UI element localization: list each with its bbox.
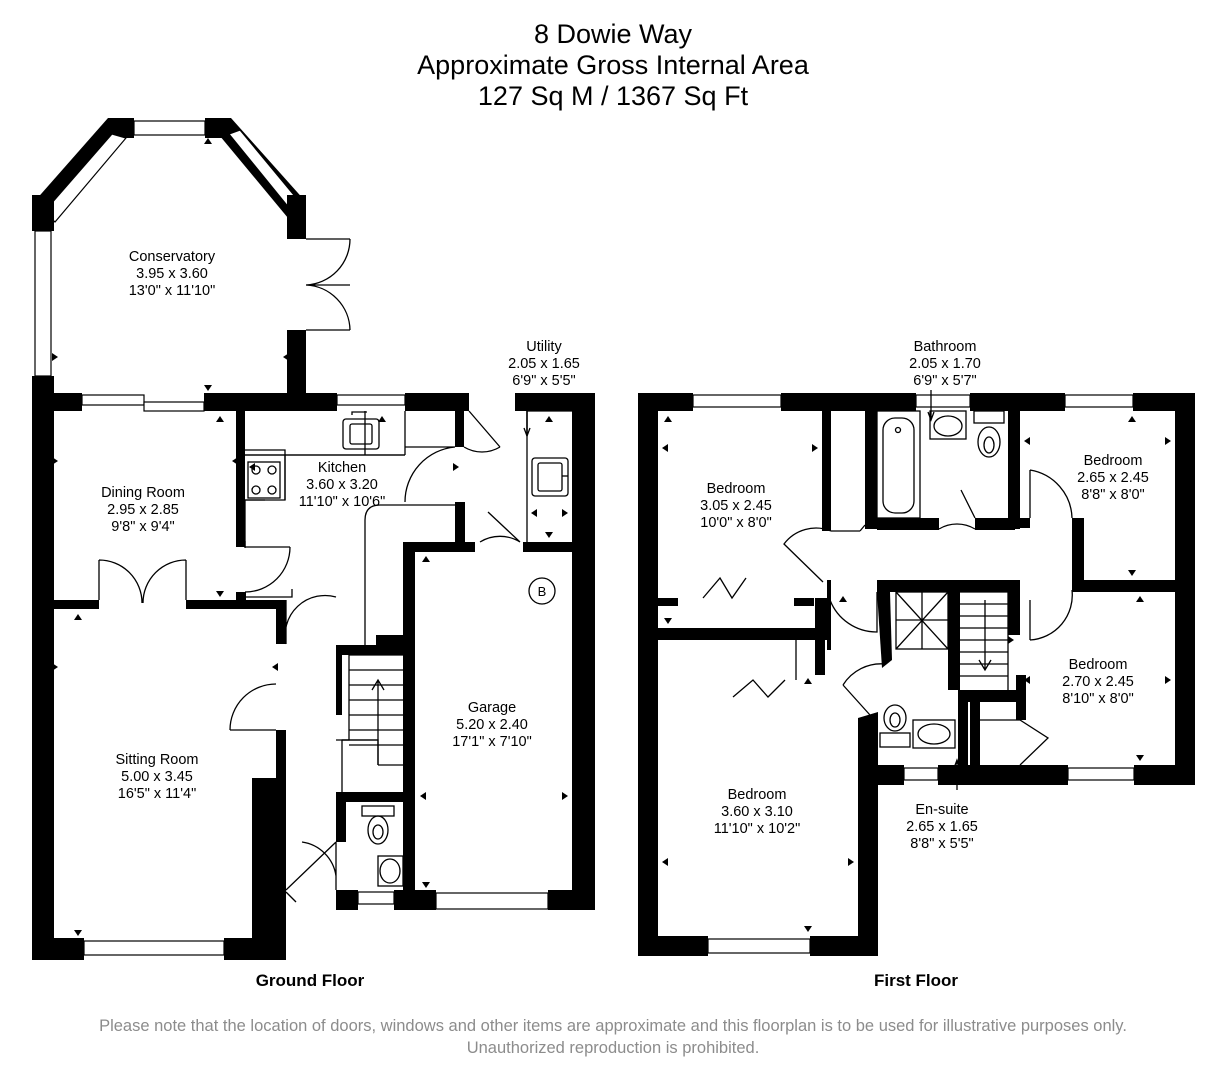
bathroom-metric: 2.05 x 1.70 bbox=[909, 356, 981, 372]
dining-name: Dining Room bbox=[101, 485, 185, 501]
first-measure-arrows bbox=[662, 416, 1171, 932]
bedroom1-name: Bedroom bbox=[707, 481, 766, 497]
bedroom3-name: Bedroom bbox=[1069, 657, 1128, 673]
dining-imperial: 9'8" x 9'4" bbox=[111, 519, 174, 535]
boiler-label: B bbox=[538, 584, 547, 599]
property-address: 8 Dowie Way bbox=[533, 19, 693, 49]
bedroom4-metric: 3.60 x 3.10 bbox=[721, 804, 793, 820]
conservatory-imperial: 13'0" x 11'10" bbox=[129, 283, 216, 299]
utility-metric: 2.05 x 1.65 bbox=[508, 356, 580, 372]
ensuite-imperial: 8'8" x 5'5" bbox=[910, 836, 973, 852]
kitchen-metric: 3.60 x 3.20 bbox=[306, 477, 378, 493]
ground-floor-label: Ground Floor bbox=[256, 971, 365, 990]
bedroom1-imperial: 10'0" x 8'0" bbox=[700, 515, 771, 531]
bedroom4-imperial: 11'10" x 10'2" bbox=[714, 821, 801, 837]
bathroom-imperial: 6'9" x 5'7" bbox=[913, 373, 976, 389]
area-value: 127 Sq M / 1367 Sq Ft bbox=[477, 81, 749, 111]
ground-floor-plan: B bbox=[32, 118, 595, 960]
first-inner-walls bbox=[658, 411, 1175, 775]
boiler-icon bbox=[528, 577, 556, 605]
sitting-metric: 5.00 x 3.45 bbox=[121, 769, 193, 785]
ground-inner-walls bbox=[54, 411, 572, 910]
bedroom1-metric: 3.05 x 2.45 bbox=[700, 498, 772, 514]
first-floor-plan bbox=[638, 390, 1195, 956]
sitting-imperial: 16'5" x 11'4" bbox=[118, 786, 196, 802]
bedroom2-metric: 2.65 x 2.45 bbox=[1077, 470, 1149, 486]
bedroom2-imperial: 8'8" x 8'0" bbox=[1081, 487, 1144, 503]
garage-metric: 5.20 x 2.40 bbox=[456, 717, 528, 733]
first-floor-label: First Floor bbox=[874, 971, 958, 990]
ensuite-fixtures bbox=[879, 591, 956, 749]
kitchen-name: Kitchen bbox=[318, 460, 366, 476]
ground-measure-arrows bbox=[52, 138, 568, 936]
area-label: Approximate Gross Internal Area bbox=[417, 50, 809, 80]
room-labels: Conservatory 3.95 x 3.60 13'0" x 11'10" … bbox=[101, 249, 1149, 990]
ground-stairs bbox=[336, 654, 403, 792]
bathroom-fixtures bbox=[876, 410, 1005, 519]
bedroom3-imperial: 8'10" x 8'0" bbox=[1062, 691, 1133, 707]
ground-outer-walls bbox=[32, 376, 595, 960]
kitchen-imperial: 11'10" x 10'6" bbox=[299, 494, 386, 510]
bathroom-name: Bathroom bbox=[914, 339, 977, 355]
bedroom4-name: Bedroom bbox=[728, 787, 787, 803]
first-outer-walls bbox=[638, 393, 1195, 956]
garage-imperial: 17'1" x 7'10" bbox=[452, 734, 532, 750]
dining-metric: 2.95 x 2.85 bbox=[107, 502, 179, 518]
ground-wc bbox=[361, 805, 404, 887]
utility-name: Utility bbox=[526, 339, 562, 355]
conservatory-metric: 3.95 x 3.60 bbox=[136, 266, 208, 282]
utility-imperial: 6'9" x 5'5" bbox=[512, 373, 575, 389]
sitting-name: Sitting Room bbox=[115, 752, 198, 768]
disclaimer: Please note that the location of doors, … bbox=[99, 1017, 1127, 1057]
kitchen-units bbox=[244, 411, 455, 645]
bedroom3-metric: 2.70 x 2.45 bbox=[1062, 674, 1134, 690]
conservatory-name: Conservatory bbox=[129, 249, 216, 265]
bedroom2-name: Bedroom bbox=[1084, 453, 1143, 469]
first-stairs bbox=[960, 591, 1009, 690]
garage-name: Garage bbox=[468, 700, 516, 716]
ensuite-name: En-suite bbox=[915, 802, 968, 818]
ensuite-metric: 2.65 x 1.65 bbox=[906, 819, 978, 835]
